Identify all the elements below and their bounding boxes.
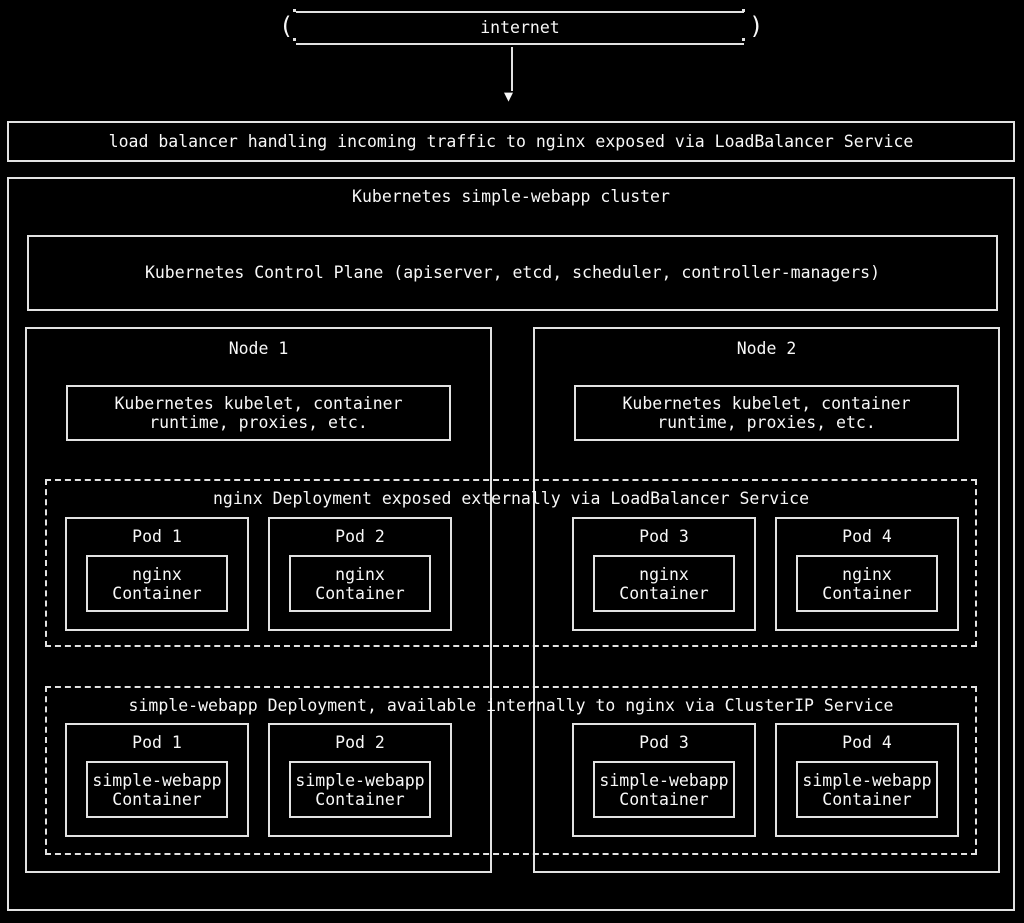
container-label-line1: simple-webapp	[802, 770, 932, 790]
pod-title: Pod 3	[639, 527, 689, 546]
kubelet-label-line2: runtime, proxies, etc.	[657, 413, 876, 432]
simple-webapp-container-box: simple-webapp Container	[86, 761, 228, 818]
node-1-kubelet-box: Kubernetes kubelet, container runtime, p…	[66, 385, 451, 441]
container-label-line1: nginx	[335, 564, 385, 584]
pod-title: Pod 2	[335, 733, 385, 752]
kubelet-label-line1: Kubernetes kubelet, container	[622, 394, 911, 413]
cloud-corner-dot	[742, 38, 745, 41]
container-label-line1: simple-webapp	[92, 770, 222, 790]
pod-title: Pod 4	[842, 733, 892, 752]
container-label-line2: Container	[315, 789, 405, 809]
container-label-line2: Container	[822, 789, 912, 809]
container-label-line2: Container	[315, 583, 405, 603]
pod-title: Pod 1	[132, 527, 182, 546]
pod-title: Pod 4	[842, 527, 892, 546]
simple-webapp-pod-3: Pod 3 simple-webapp Container	[572, 723, 756, 837]
traffic-connector-line	[511, 47, 513, 91]
simple-webapp-deployment-box: simple-webapp Deployment, available inte…	[45, 686, 977, 855]
container-label-line1: simple-webapp	[295, 770, 425, 790]
arrow-down-icon: ▼	[504, 87, 514, 105]
cluster-box: Kubernetes simple-webapp cluster Kuberne…	[7, 177, 1015, 911]
nginx-pod-4: Pod 4 nginx Container	[775, 517, 959, 631]
nginx-container-box: nginx Container	[86, 555, 228, 612]
node-2-title: Node 2	[736, 339, 797, 358]
container-label-line2: Container	[112, 583, 202, 603]
cloud-left-paren: (	[279, 12, 294, 40]
nginx-pod-1: Pod 1 nginx Container	[65, 517, 249, 631]
container-label-line2: Container	[822, 583, 912, 603]
cluster-title: Kubernetes simple-webapp cluster	[352, 187, 670, 206]
container-label-line2: Container	[112, 789, 202, 809]
container-label-line1: nginx	[842, 564, 892, 584]
nginx-pod-2: Pod 2 nginx Container	[268, 517, 452, 631]
pod-title: Pod 1	[132, 733, 182, 752]
internet-label: internet	[480, 18, 560, 37]
container-label-line1: nginx	[639, 564, 689, 584]
cloud-corner-dot	[293, 9, 296, 12]
container-label-line1: nginx	[132, 564, 182, 584]
simple-webapp-container-box: simple-webapp Container	[796, 761, 938, 818]
node-2-kubelet-box: Kubernetes kubelet, container runtime, p…	[574, 385, 959, 441]
container-label-line2: Container	[619, 789, 709, 809]
nginx-pod-3: Pod 3 nginx Container	[572, 517, 756, 631]
pod-title: Pod 3	[639, 733, 689, 752]
simple-webapp-pod-2: Pod 2 simple-webapp Container	[268, 723, 452, 837]
control-plane-label: Kubernetes Control Plane (apiserver, etc…	[144, 263, 881, 282]
node-1-box: Node 1 Kubernetes kubelet, container run…	[25, 327, 492, 873]
simple-webapp-pod-4: Pod 4 simple-webapp Container	[775, 723, 959, 837]
cloud-right-paren: )	[749, 12, 764, 40]
nginx-container-box: nginx Container	[593, 555, 735, 612]
simple-webapp-pod-1: Pod 1 simple-webapp Container	[65, 723, 249, 837]
simple-webapp-container-box: simple-webapp Container	[593, 761, 735, 818]
pod-title: Pod 2	[335, 527, 385, 546]
nginx-container-box: nginx Container	[289, 555, 431, 612]
kubelet-label-line1: Kubernetes kubelet, container	[114, 394, 403, 413]
kubelet-label-line2: runtime, proxies, etc.	[149, 413, 368, 432]
internet-node: internet	[296, 11, 744, 45]
cloud-corner-dot	[742, 9, 745, 12]
load-balancer-box: load balancer handling incoming traffic …	[7, 121, 1015, 162]
nginx-container-box: nginx Container	[796, 555, 938, 612]
nginx-deployment-title: nginx Deployment exposed externally via …	[212, 489, 810, 508]
load-balancer-label: load balancer handling incoming traffic …	[108, 131, 914, 151]
node-1-title: Node 1	[228, 339, 289, 358]
simple-webapp-container-box: simple-webapp Container	[289, 761, 431, 818]
simple-webapp-deployment-title: simple-webapp Deployment, available inte…	[128, 696, 894, 715]
nginx-deployment-box: nginx Deployment exposed externally via …	[45, 479, 977, 647]
container-label-line1: simple-webapp	[599, 770, 729, 790]
container-label-line2: Container	[619, 583, 709, 603]
control-plane-box: Kubernetes Control Plane (apiserver, etc…	[27, 235, 998, 311]
cloud-corner-dot	[293, 38, 296, 41]
node-2-box: Node 2 Kubernetes kubelet, container run…	[533, 327, 1000, 873]
